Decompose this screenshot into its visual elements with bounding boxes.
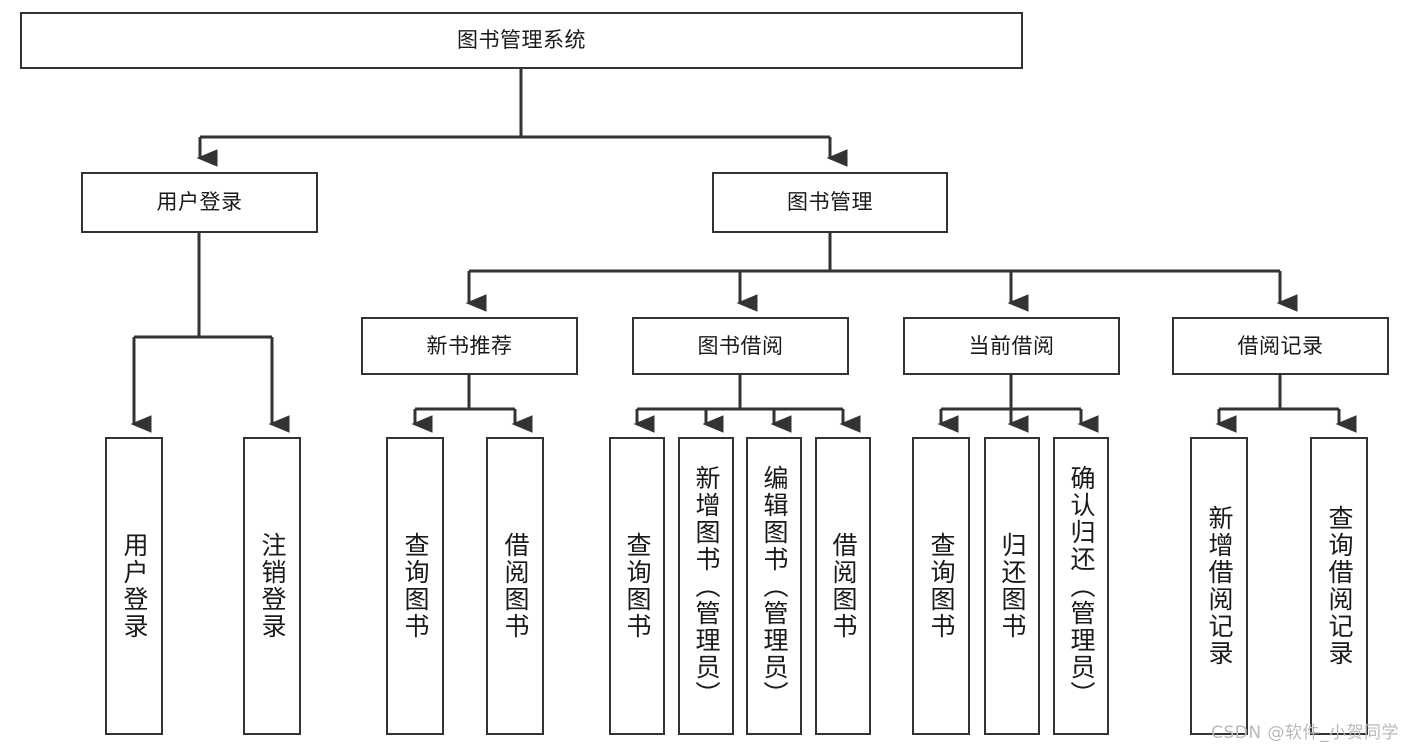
leaf-node[interactable]: 新增借阅记录 xyxy=(1190,437,1248,735)
leaf-node-label: 确认归还（管理员） xyxy=(1067,464,1096,708)
node-borrowing-record[interactable]: 借阅记录 xyxy=(1172,317,1389,375)
node-current-borrowing-label: 当前借阅 xyxy=(968,333,1055,358)
leaf-node[interactable]: 注销登录 xyxy=(243,437,301,735)
node-book-borrowing[interactable]: 图书借阅 xyxy=(632,317,849,375)
node-user-login[interactable]: 用户登录 xyxy=(81,172,318,233)
node-book-management[interactable]: 图书管理 xyxy=(712,172,948,233)
leaf-node[interactable]: 查询图书 xyxy=(912,437,970,735)
leaf-node[interactable]: 确认归还（管理员） xyxy=(1053,437,1109,735)
leaf-node[interactable]: 查询图书 xyxy=(386,437,444,735)
leaf-node-label: 查询图书 xyxy=(623,532,652,640)
leaf-node[interactable]: 新增图书（管理员） xyxy=(678,437,734,735)
node-new-book-recommendation[interactable]: 新书推荐 xyxy=(361,317,578,375)
node-book-borrowing-label: 图书借阅 xyxy=(697,333,784,358)
node-user-login-label: 用户登录 xyxy=(156,190,243,215)
leaf-node-label: 新增图书（管理员） xyxy=(692,464,721,708)
node-root[interactable]: 图书管理系统 xyxy=(20,12,1023,69)
leaf-node[interactable]: 借阅图书 xyxy=(815,437,871,735)
leaf-node-label: 借阅图书 xyxy=(501,532,530,640)
node-root-label: 图书管理系统 xyxy=(457,28,586,53)
leaf-node[interactable]: 查询借阅记录 xyxy=(1310,437,1368,735)
leaf-node-label: 借阅图书 xyxy=(829,532,858,640)
leaf-node-label: 用户登录 xyxy=(120,532,149,640)
leaf-node-label: 查询图书 xyxy=(401,532,430,640)
leaf-node[interactable]: 用户登录 xyxy=(105,437,163,735)
leaf-node[interactable]: 归还图书 xyxy=(984,437,1040,735)
leaf-node[interactable]: 编辑图书（管理员） xyxy=(746,437,802,735)
leaf-node-label: 编辑图书（管理员） xyxy=(760,464,789,708)
leaf-node-label: 查询图书 xyxy=(927,532,956,640)
leaf-node-label: 查询借阅记录 xyxy=(1325,505,1354,667)
node-new-book-recommendation-label: 新书推荐 xyxy=(426,333,513,358)
node-current-borrowing[interactable]: 当前借阅 xyxy=(903,317,1120,375)
leaf-node-label: 注销登录 xyxy=(258,532,287,640)
leaf-node-label: 新增借阅记录 xyxy=(1205,505,1234,667)
node-book-management-label: 图书管理 xyxy=(787,190,873,215)
leaf-node[interactable]: 查询图书 xyxy=(609,437,665,735)
leaf-node-label: 归还图书 xyxy=(998,532,1027,640)
node-borrowing-record-label: 借阅记录 xyxy=(1237,333,1324,358)
leaf-node[interactable]: 借阅图书 xyxy=(486,437,544,735)
